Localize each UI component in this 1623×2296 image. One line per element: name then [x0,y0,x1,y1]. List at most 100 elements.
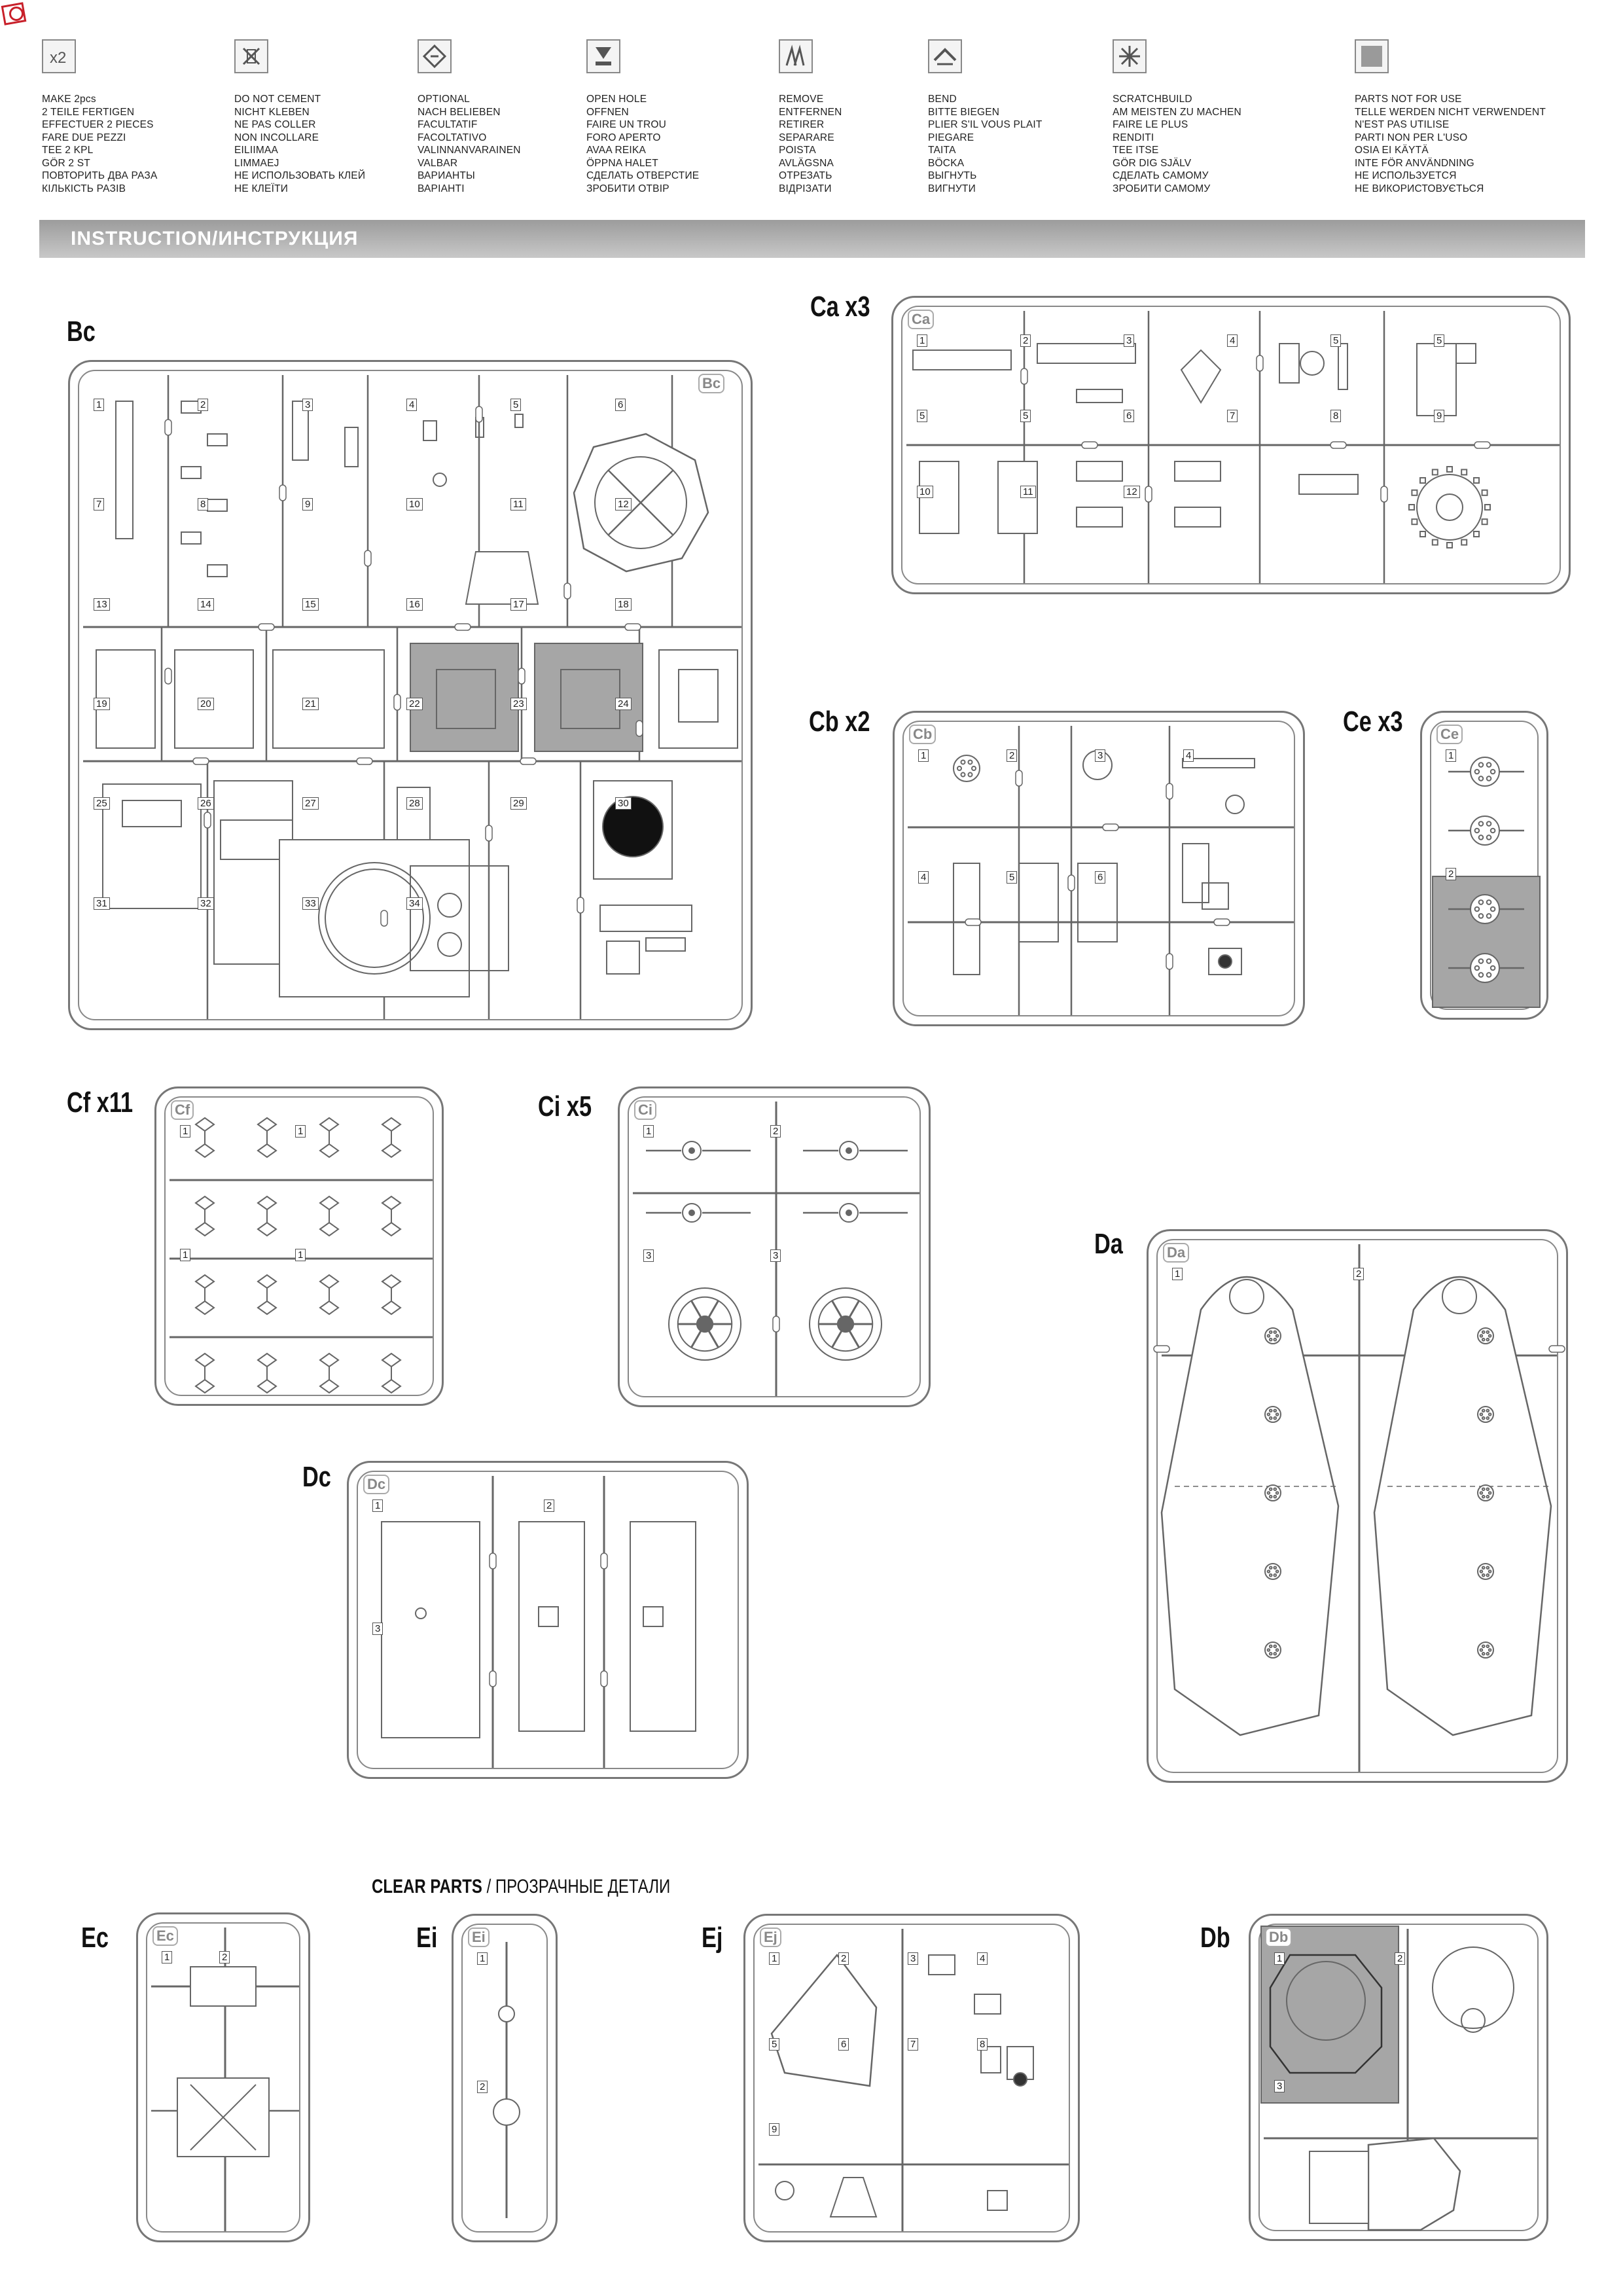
part-number-label: 2 [1446,868,1457,880]
part-circle [1273,1330,1277,1335]
legend-line: MAKE 2pcs [42,94,96,105]
turret-ring-part [1367,2137,1461,2231]
part-circle [1266,1412,1271,1416]
sprue-inner-frame [753,1924,1070,2233]
part-outline [1076,507,1123,528]
sprue-label-da: Da [1094,1228,1123,1260]
track-link-part [194,1274,215,1289]
part-circle [1481,1337,1486,1342]
sprue-id-tag: Ej [760,1928,781,1947]
sprue-gate [520,757,537,765]
part-number-label: 3 [1274,2080,1285,2092]
sprue-id-tag: Ei [468,1928,490,1947]
part-circle [696,1315,714,1333]
sprue-parts-group [83,375,741,1019]
sprue-label-ei: Ei [416,1922,438,1954]
part-circle [1268,1487,1273,1492]
part-outline [207,433,228,446]
sprue-inner-frame [164,1096,434,1396]
part-circle [960,772,966,778]
part-circle [775,2181,794,2200]
part-circle [1488,1648,1492,1652]
part-circle [1488,1491,1492,1495]
part-outline [1037,343,1136,364]
gear-tooth [1473,476,1480,484]
part-circle [1478,899,1484,905]
part-number-label: 5 [769,2038,780,2051]
legend-line: DO NOT CEMENT [234,94,321,105]
sprue-gate [1153,1345,1170,1353]
legend-line: 2 TEILE FERTIGEN [42,106,135,118]
legend-line: FAIRE UN TROU [586,119,667,130]
legend-line: NACH BELIEBEN [418,106,501,118]
sprue-inner-frame [146,1922,300,2233]
part-outline [645,937,686,952]
part-circle [1481,1644,1486,1649]
part-outline [272,649,385,749]
sprue-runner [607,469,674,536]
part-number-label: 5 [1434,334,1445,347]
part-outline [1416,343,1457,416]
part-outline [397,787,431,840]
part-number-label: 3 [1124,334,1135,347]
part-circle [1286,1961,1366,2041]
sprue-label-cf: Cf x11 [67,1086,134,1119]
track-link-part [319,1221,340,1237]
legend-line: ЗРОБИТИ САМОМУ [1113,183,1211,194]
part-circle [1474,906,1480,912]
part-number-label: 1 [162,1951,173,1964]
part-circle [1275,1491,1279,1495]
legend-line: НЕ КЛЕЇТИ [234,183,289,194]
wheel-spoke [690,1300,702,1318]
sprue-parts-group [381,1476,696,1768]
sprue-id-tag: Dc [363,1475,390,1494]
part-circle [433,473,447,487]
part-number-label: 1 [477,1952,488,1965]
part-circle [1486,776,1492,781]
part-circle [1436,493,1463,521]
wheel-spoke [848,1330,860,1348]
track-link-part [194,1352,215,1368]
part-number-label: 23 [510,698,527,710]
part-number-label: 3 [302,399,313,411]
hatch-part [1269,1954,1383,2074]
part-circle [1489,827,1496,834]
legend-line: VALINNANVARAINEN [418,145,521,156]
part-circle [1273,1408,1277,1413]
part-circle [1479,1334,1484,1338]
track-link-part [381,1378,402,1394]
part-circle [1479,1491,1484,1495]
sprue-drawing [908,726,1294,1015]
gear-tooth [1419,531,1426,538]
part-outline [207,564,228,577]
part-circle [1266,1334,1271,1338]
gear-tooth [1431,539,1438,546]
part-number-label: 1 [1446,749,1457,762]
part-outline [1076,461,1123,482]
sprue-gate [600,1552,608,1570]
track-link-part [257,1117,277,1132]
track-link-part [381,1300,402,1316]
part-number-label: 4 [406,399,418,411]
part-circle [1268,1573,1273,1577]
part-number-label: 2 [838,1952,849,1965]
part-circle [1479,1570,1484,1573]
legend-line: НЕ ИСПОЛЬЗУЕТСЯ [1355,170,1457,181]
part-number-label: 1 [917,334,928,347]
sprue-id-tag: Ca [908,310,935,329]
part-number-label: 13 [94,598,110,611]
part-number-label: 5 [917,410,928,422]
part-number-label: 3 [1095,749,1106,762]
legend-line: PARTS NOT FOR USE [1355,94,1462,105]
part-circle [1486,958,1492,964]
part-number-label: 18 [615,598,632,611]
part-circle [1481,1651,1486,1656]
part-circle [318,862,431,975]
legend-line: ÖPPNA HALET [586,157,658,169]
sprue-parts-group [633,1102,919,1396]
part-outline [1076,389,1123,403]
sprue-id-tag: Da [1163,1243,1190,1263]
